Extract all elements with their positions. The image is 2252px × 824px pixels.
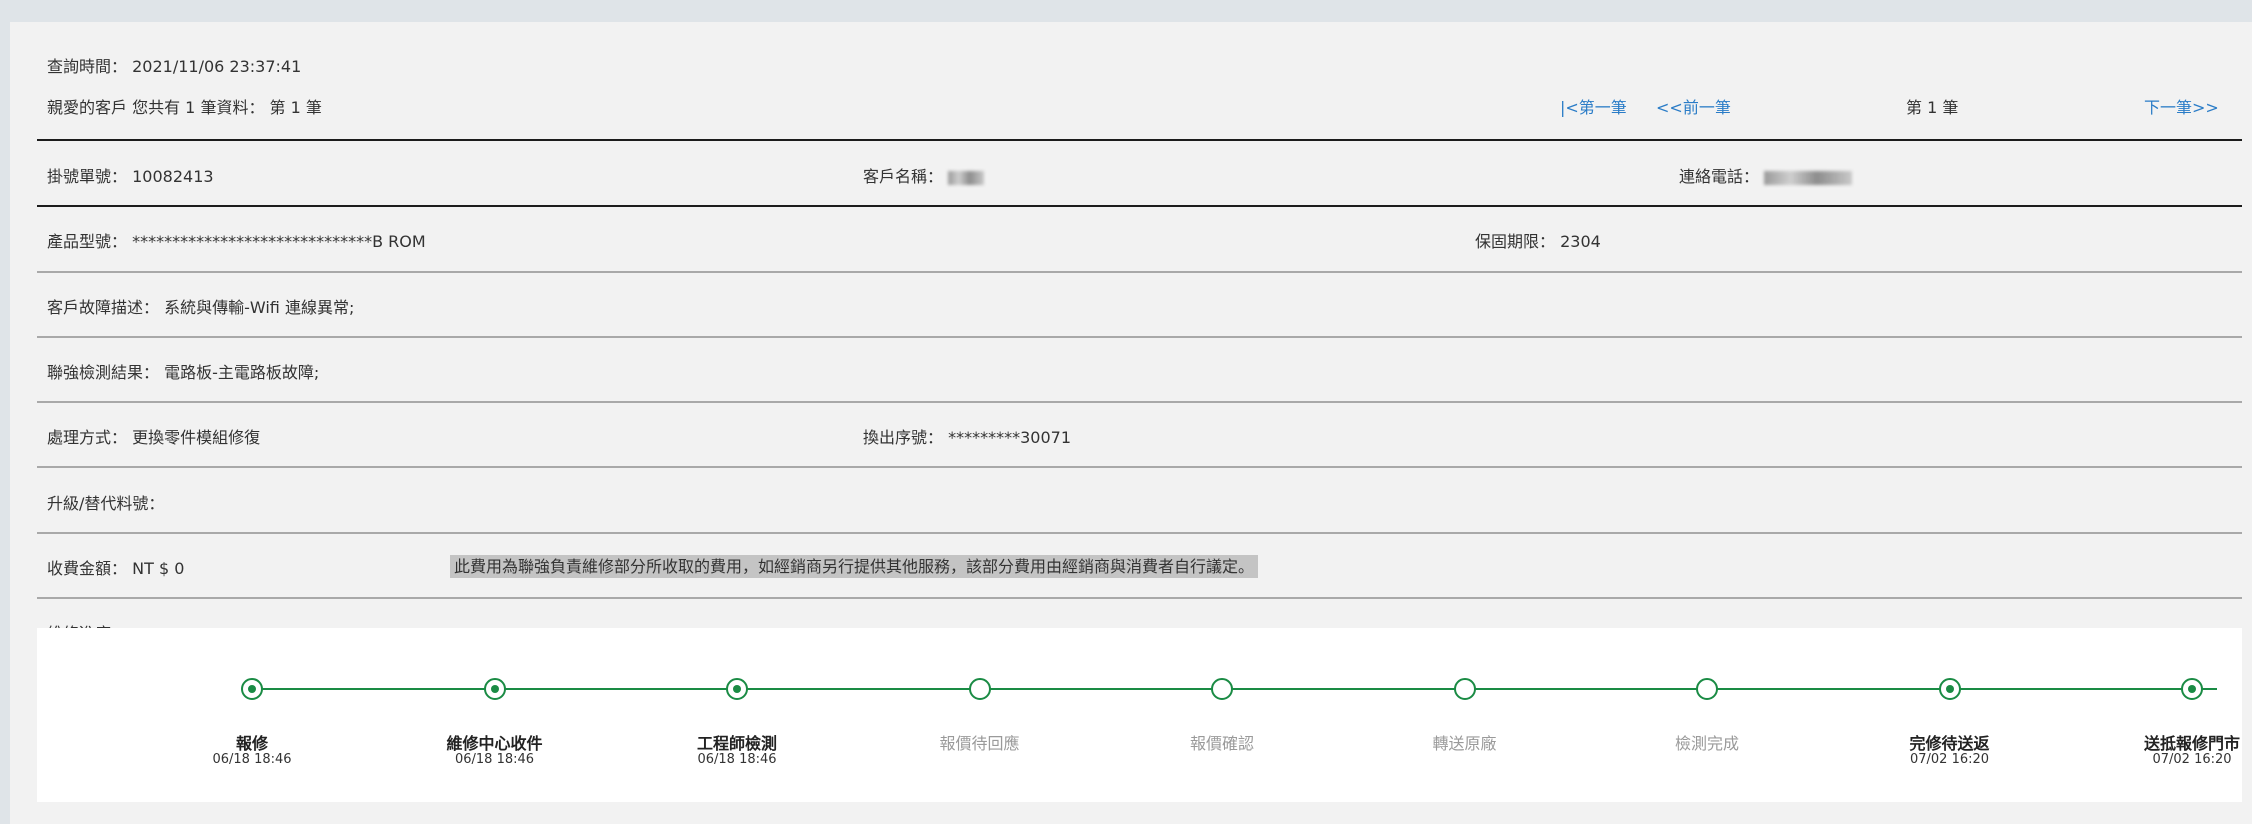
ticket-number: 掛號單號： 10082413 bbox=[47, 167, 214, 187]
step-label-3: 工程師檢測 bbox=[696, 734, 777, 753]
model-label: 產品型號： bbox=[47, 232, 128, 251]
contact-phone: 連絡電話： bbox=[1679, 167, 1853, 187]
step-node-8 bbox=[1938, 678, 1961, 700]
step-time-8: 07/02 16:20 bbox=[1909, 752, 1990, 767]
step-time-2: 06/18 18:46 bbox=[454, 752, 535, 767]
divider bbox=[37, 271, 2242, 273]
inspection-result: 聯強檢測結果： 電路板-主電路板故障; bbox=[47, 363, 319, 383]
query-time: 查詢時間： 2021/11/06 23:37:41 bbox=[47, 57, 301, 77]
fee-label: 收費金額： bbox=[47, 559, 128, 578]
fault-value: 系統與傳輸-Wifi 連線異常; bbox=[164, 298, 355, 317]
step-node-9 bbox=[2181, 678, 2203, 700]
ticket-value: 10082413 bbox=[132, 167, 214, 186]
replacement-serial: 換出序號： *********30071 bbox=[863, 428, 1071, 448]
result-label: 聯強檢測結果： bbox=[47, 363, 160, 382]
step-label-6: 轉送原廠 bbox=[1432, 734, 1497, 753]
pager-first-link[interactable]: |<第一筆 bbox=[1560, 98, 1627, 117]
step-node-6 bbox=[1453, 678, 1476, 700]
query-time-label: 查詢時間： bbox=[47, 57, 128, 76]
pager-prev-link[interactable]: <<前一筆 bbox=[1656, 98, 1731, 117]
divider bbox=[37, 139, 2242, 141]
divider bbox=[37, 401, 2242, 403]
step-time-9: 07/02 16:20 bbox=[2152, 752, 2232, 767]
process-label: 處理方式： bbox=[47, 428, 128, 447]
fault-description: 客戶故障描述： 系統與傳輸-Wifi 連線異常; bbox=[47, 298, 354, 318]
customer-label: 客戶名稱： bbox=[863, 167, 944, 186]
warranty-value: 2304 bbox=[1560, 232, 1601, 251]
step-label-1: 報修 bbox=[235, 734, 268, 753]
phone-label: 連絡電話： bbox=[1679, 167, 1760, 186]
step-label-2: 維修中心收件 bbox=[446, 734, 543, 753]
product-model: 產品型號： ******************************B RO… bbox=[47, 232, 426, 252]
phone-redacted bbox=[1764, 170, 1853, 185]
divider bbox=[37, 532, 2242, 534]
fault-label: 客戶故障描述： bbox=[47, 298, 160, 317]
ticket-label: 掛號單號： bbox=[47, 167, 128, 186]
pager-next-link[interactable]: 下一筆>> bbox=[2144, 98, 2219, 117]
query-time-value: 2021/11/06 23:37:41 bbox=[132, 57, 302, 76]
step-label-9: 送抵報修門市 bbox=[2143, 734, 2240, 753]
warranty-label: 保固期限： bbox=[1475, 232, 1556, 251]
step-node-7 bbox=[1696, 678, 1718, 700]
step-node-5 bbox=[1211, 678, 1233, 700]
fee-amount: 收費金額： NT $ 0 bbox=[47, 559, 184, 579]
step-label-4: 報價待回應 bbox=[939, 734, 1020, 753]
upgrade-label: 升級/替代料號： bbox=[47, 494, 165, 513]
step-node-1 bbox=[241, 678, 263, 700]
result-value: 電路板-主電路板故障; bbox=[164, 363, 320, 382]
divider bbox=[37, 336, 2242, 338]
step-node-4 bbox=[968, 678, 991, 700]
step-node-2 bbox=[483, 678, 506, 700]
customer-name: 客戶名稱： bbox=[863, 167, 985, 187]
serial-label: 換出序號： bbox=[863, 428, 944, 447]
fee-value: NT $ 0 bbox=[132, 559, 185, 578]
fee-note-text: 此費用為聯強負責維修部分所收取的費用，如經銷商另行提供其他服務，該部分費用由經銷… bbox=[450, 555, 1259, 578]
process-value: 更換零件模組修復 bbox=[132, 428, 261, 447]
divider bbox=[37, 597, 2242, 599]
progress-line bbox=[252, 688, 2217, 690]
pager-current: 第 1 筆 bbox=[1906, 98, 1959, 117]
step-node-3 bbox=[726, 678, 748, 700]
serial-value: *********30071 bbox=[948, 428, 1072, 447]
step-time-1: 06/18 18:46 bbox=[212, 752, 292, 767]
record-summary: 親愛的客戶 您共有 1 筆資料： 第 1 筆 bbox=[47, 98, 322, 117]
upgrade-part-number: 升級/替代料號： bbox=[47, 494, 164, 514]
step-time-3: 06/18 18:46 bbox=[697, 752, 777, 767]
step-label-8: 完修待送返 bbox=[1909, 734, 1990, 753]
fee-note: 此費用為聯強負責維修部分所收取的費用，如經銷商另行提供其他服務，該部分費用由經銷… bbox=[450, 555, 1259, 578]
process-method: 處理方式： 更換零件模組修復 bbox=[47, 428, 260, 448]
customer-name-redacted bbox=[948, 170, 985, 185]
divider bbox=[37, 466, 2242, 468]
warranty: 保固期限： 2304 bbox=[1475, 232, 1601, 252]
step-label-7: 檢測完成 bbox=[1674, 734, 1739, 753]
model-value: ******************************B ROM bbox=[132, 232, 426, 251]
step-label-5: 報價確認 bbox=[1189, 734, 1254, 753]
divider bbox=[37, 205, 2242, 207]
